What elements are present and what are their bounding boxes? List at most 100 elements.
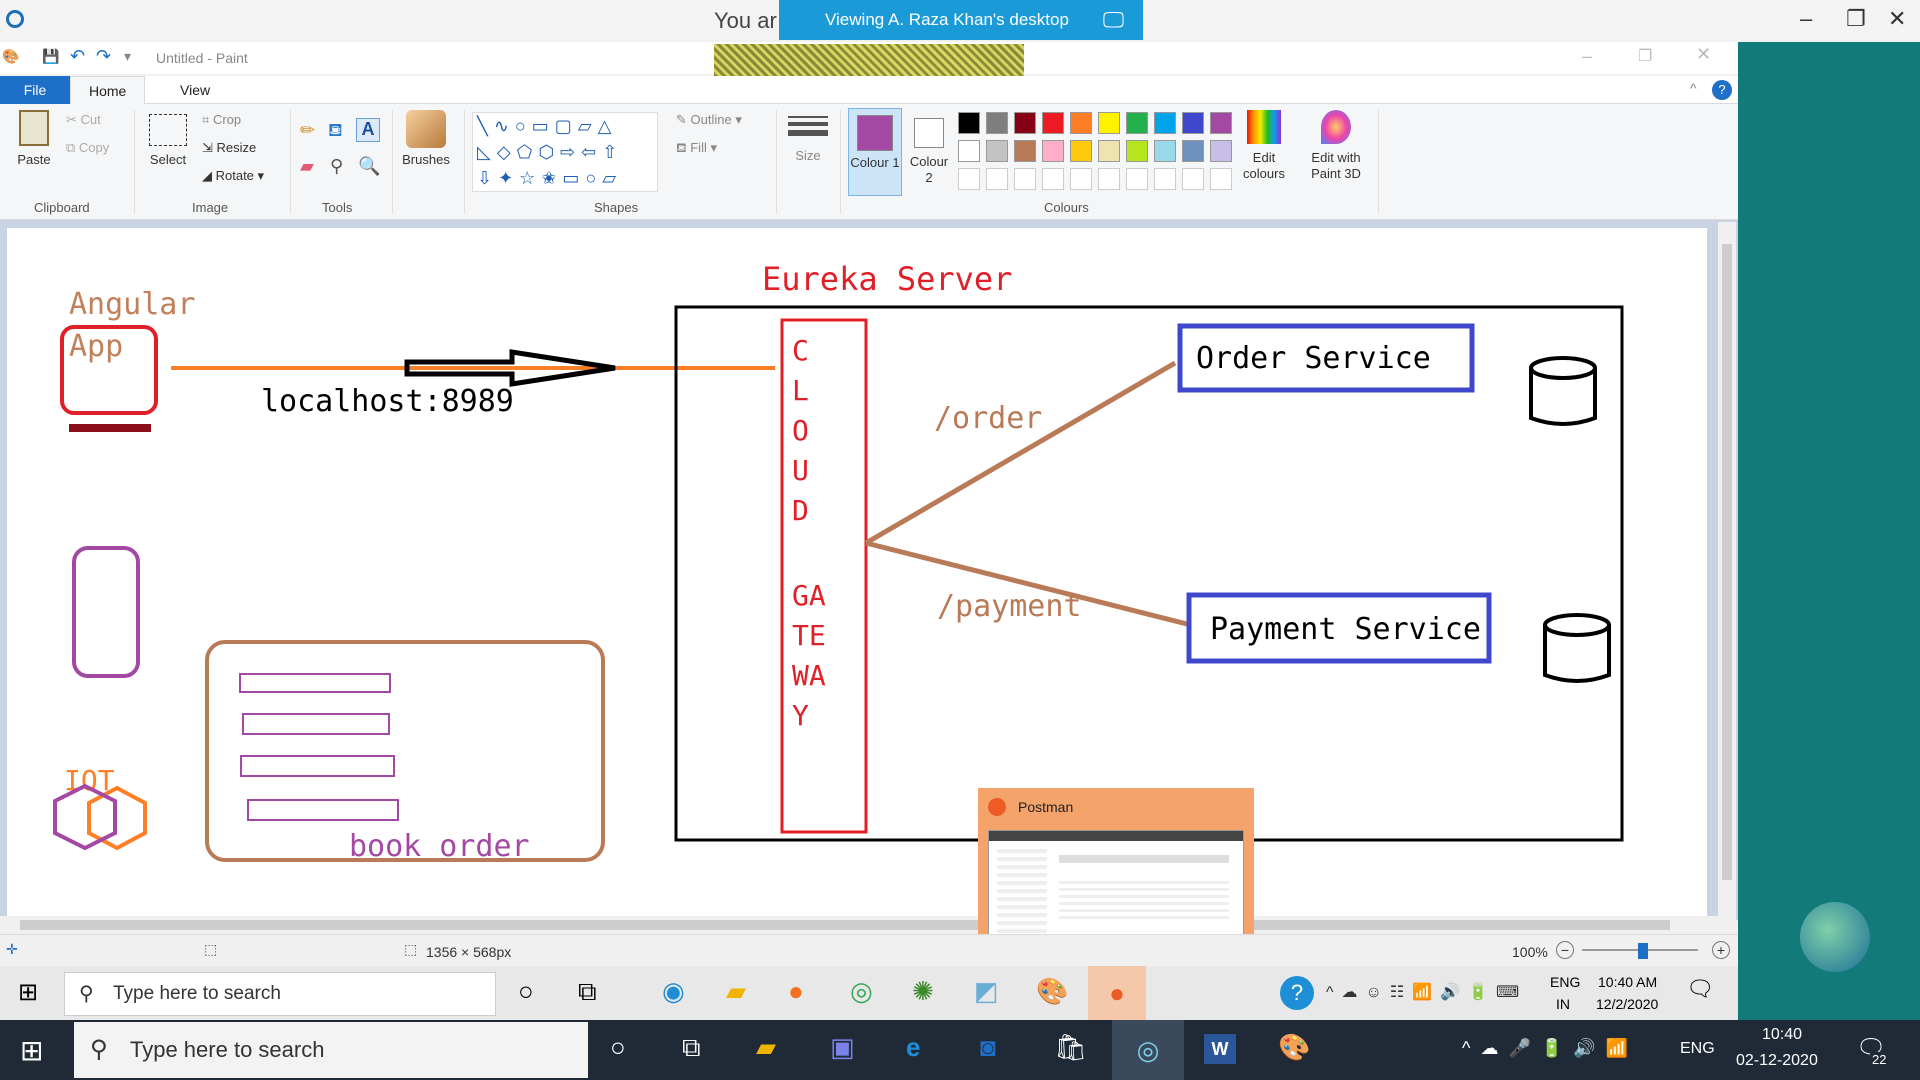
inner-lang[interactable]: ENG xyxy=(1550,974,1581,990)
colour-swatch[interactable] xyxy=(1126,140,1148,162)
colour-swatch[interactable] xyxy=(1098,112,1120,134)
help-icon[interactable]: ? xyxy=(1712,80,1732,100)
colour-swatch[interactable] xyxy=(1210,112,1232,134)
custom-colour-slot[interactable] xyxy=(958,168,980,190)
custom-colour-slot[interactable] xyxy=(1154,168,1176,190)
inner-start-icon[interactable]: ⊞ xyxy=(18,979,39,1006)
colour-swatch[interactable] xyxy=(958,140,980,162)
colour-swatch[interactable] xyxy=(1210,140,1232,162)
edit-paint3d-button[interactable]: Edit with Paint 3D xyxy=(1300,110,1372,182)
store-icon[interactable]: 🛍 xyxy=(1054,1032,1088,1062)
custom-colour-slot[interactable] xyxy=(1210,168,1232,190)
colour-swatch[interactable] xyxy=(1126,112,1148,134)
zoom-in-button[interactable]: + xyxy=(1712,941,1730,959)
drawing-canvas[interactable]: Angular App localhost:8989 Eureka Server… xyxy=(7,228,1707,918)
viewer-restore-button[interactable]: ❐ xyxy=(1846,6,1866,31)
tray-icons[interactable]: ^☁🎤🔋🔊📶 xyxy=(1462,1038,1639,1058)
remote-viewer-icon[interactable]: ◎ xyxy=(1112,1020,1184,1080)
colour-swatch[interactable] xyxy=(1014,112,1036,134)
horizontal-scrollbar[interactable] xyxy=(0,916,1718,934)
cortana-icon[interactable]: ○ xyxy=(610,1032,626,1062)
teams-icon[interactable]: ▣ xyxy=(830,1032,855,1062)
vertical-scrollbar[interactable] xyxy=(1718,222,1736,922)
collapse-ribbon-icon[interactable]: ^ xyxy=(1690,80,1697,96)
inner-taskview-icon[interactable]: ⧉ xyxy=(578,976,597,1006)
paint-restore-button[interactable]: ❐ xyxy=(1638,48,1653,65)
remote-app-logo-icon[interactable] xyxy=(1800,902,1870,972)
start-icon[interactable]: ⊞ xyxy=(20,1035,44,1066)
tab-view[interactable]: View xyxy=(180,82,211,98)
inner-firefox-icon[interactable]: ● xyxy=(788,976,804,1006)
inner-tray-icons[interactable]: ^☁☺☷📶🔊🔋⌨ xyxy=(1326,984,1528,1001)
colour-swatch[interactable] xyxy=(1098,140,1120,162)
colour-swatch[interactable] xyxy=(1014,140,1036,162)
outer-lang[interactable]: ENG xyxy=(1680,1040,1715,1057)
inner-clock-date[interactable]: 12/2/2020 xyxy=(1596,996,1659,1012)
custom-colour-slot[interactable] xyxy=(1014,168,1036,190)
edit-colours-button[interactable]: Edit colours xyxy=(1236,110,1292,182)
pencil-icon[interactable]: ✏ xyxy=(300,120,316,140)
shapes-gallery[interactable]: ╲∿○▭▢▱△ ◺◇⬠⬡⇨⇦⇧ ⇩✦☆✬▭○▱ xyxy=(472,112,658,192)
crop-button[interactable]: ⌗ Crop xyxy=(202,112,242,127)
inner-notifications-icon[interactable]: 🗨 xyxy=(1686,976,1714,1001)
word-icon[interactable]: W xyxy=(1204,1034,1236,1064)
text-tool-icon[interactable]: A xyxy=(356,118,380,142)
colour-swatch[interactable] xyxy=(1182,112,1204,134)
zoom-out-button[interactable]: − xyxy=(1556,941,1574,959)
cut-button[interactable]: ✂ Cut xyxy=(66,112,101,127)
inner-help-icon[interactable]: ? xyxy=(1280,976,1314,1010)
save-icon[interactable]: 💾 xyxy=(42,48,60,64)
fill-button[interactable]: ⛾ Fill ▾ xyxy=(676,140,717,155)
colour-swatch[interactable] xyxy=(1070,112,1092,134)
colour-swatch[interactable] xyxy=(1182,140,1204,162)
inner-region[interactable]: IN xyxy=(1556,996,1570,1012)
inner-clock-time[interactable]: 10:40 AM xyxy=(1598,974,1658,990)
colour-swatch[interactable] xyxy=(1042,140,1064,162)
task-view-icon[interactable]: ⧉ xyxy=(682,1032,701,1062)
paint-minimize-button[interactable]: – xyxy=(1582,46,1593,66)
inner-search-box[interactable]: ⚲ Type here to search xyxy=(64,972,496,1016)
custom-colour-slot[interactable] xyxy=(1042,168,1064,190)
eraser-icon[interactable]: ▰ xyxy=(300,156,314,176)
inner-task-view-icon[interactable]: ○ xyxy=(518,976,534,1006)
redo-icon[interactable]: ↷ xyxy=(96,46,112,66)
colour2-button[interactable]: Colour 2 xyxy=(906,108,952,196)
file-explorer-icon[interactable]: ▰ xyxy=(756,1032,776,1062)
colour-swatch[interactable] xyxy=(958,112,980,134)
paint-taskbar-icon[interactable]: 🎨 xyxy=(1278,1032,1311,1062)
fill-bucket-icon[interactable]: ⛾ xyxy=(328,120,343,140)
tab-file[interactable]: File xyxy=(0,76,70,104)
colour-swatch[interactable] xyxy=(1070,140,1092,162)
custom-colour-slot[interactable] xyxy=(1182,168,1204,190)
custom-colour-slot[interactable] xyxy=(1070,168,1092,190)
remote-session-banner[interactable]: Viewing A. Raza Khan's desktop 🖵 xyxy=(779,0,1143,40)
inner-app-green-icon[interactable]: ✺ xyxy=(912,976,934,1006)
colour-swatch[interactable] xyxy=(1154,140,1176,162)
color-picker-icon[interactable]: ⚲ xyxy=(330,156,344,176)
copy-button[interactable]: ⧉ Copy xyxy=(66,140,110,155)
monitor-icon[interactable]: 🖵 xyxy=(1102,7,1125,32)
tab-home[interactable]: Home xyxy=(70,76,146,104)
select-button[interactable]: Select xyxy=(146,114,190,167)
viewer-minimize-button[interactable]: – xyxy=(1800,6,1813,31)
outer-clock-time[interactable]: 10:40 xyxy=(1762,1026,1803,1043)
colour-swatch[interactable] xyxy=(1154,112,1176,134)
magnifier-icon[interactable]: 🔍 xyxy=(358,156,381,176)
colour1-button[interactable]: Colour 1 xyxy=(848,108,902,196)
undo-icon[interactable]: ↶ xyxy=(70,46,86,66)
zoom-slider-thumb[interactable] xyxy=(1638,943,1648,959)
rotate-button[interactable]: ◢ Rotate ▾ xyxy=(202,168,265,183)
viewer-close-button[interactable]: ✕ xyxy=(1888,6,1907,31)
inner-paint-icon[interactable]: 🎨 xyxy=(1036,976,1069,1006)
paste-button[interactable]: Paste xyxy=(14,110,54,167)
size-button[interactable]: Size xyxy=(786,112,830,163)
inner-edge-icon[interactable]: ◉ xyxy=(662,976,685,1006)
custom-colour-slot[interactable] xyxy=(1126,168,1148,190)
outer-clock-date[interactable]: 02-12-2020 xyxy=(1736,1052,1818,1069)
brushes-button[interactable]: Brushes xyxy=(400,110,452,167)
custom-colour-slot[interactable] xyxy=(1098,168,1120,190)
colour-swatch[interactable] xyxy=(986,112,1008,134)
paint-close-button[interactable]: ✕ xyxy=(1696,44,1712,64)
inner-app-blue-icon[interactable]: ◩ xyxy=(974,976,999,1006)
inner-chrome-icon[interactable]: ◎ xyxy=(850,976,873,1006)
